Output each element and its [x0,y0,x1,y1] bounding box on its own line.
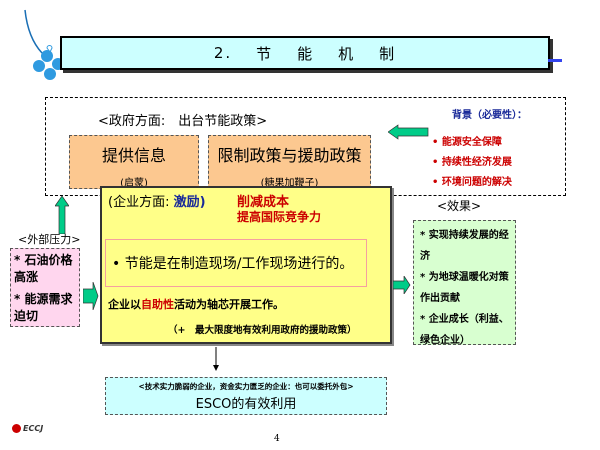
pressure-box: * 石油价格高涨 * 能源需求迫切 [10,248,80,327]
clover-logo-icon [24,9,64,80]
esco-title: ESCO的有效利用 [195,397,297,412]
box-title: 提供信息 [101,146,166,165]
box-title: 限制政策与援助政策 [217,146,362,165]
title-bar: 2. 节 能 机 制 [60,36,550,70]
eccj-logo: ECCJ [12,424,43,433]
incentive-label: 激励) [173,195,206,210]
title-char: 制 [379,44,397,63]
company-label: (企业方面: 激励) [108,195,206,210]
competitiveness: 提高国际竞争力 [237,210,322,224]
esco-note: <技术实力脆弱的企业，资金实力匮乏的企业：也可以委托外包> [138,382,354,391]
pressure-label: <外部压力> [18,233,81,246]
left-arrow-icon [388,124,429,140]
title-char: 机 [338,44,356,63]
title-accent-line [548,59,562,62]
right-arrow-icon [83,282,99,310]
effects-label: <效果> [437,199,482,213]
main-statement: • 节能是在制造现场/工作现场进行的。 [105,239,367,287]
self-help-line: 企业以自助性活动为轴芯开展工作。 [108,298,284,311]
title-char: 节 [256,44,274,63]
pressure-item: * 石油价格高涨 [14,253,73,284]
background-title: 背景（必要性）： [452,110,527,121]
eccj-logo-text: ECCJ [23,424,44,433]
effect-item: * 为地球温暖化对策作出贡献 [420,272,509,304]
government-label: <政府方面: 出台节能政策> [98,114,268,129]
eccj-logo-icon [12,424,21,433]
title-char: 能 [297,44,315,63]
down-arrow-icon [213,347,219,371]
policy-box: 限制政策与援助政策 (糖果加鞭子) [208,135,371,189]
pressure-item: * 能源需求迫切 [14,292,73,323]
background-item: 能源安全保障 [432,133,502,148]
background-item: 持续性经济发展 [432,153,512,168]
box-subtitle: (启蒙) [120,178,148,189]
background-item: 环境问题的解决 [432,173,512,188]
effect-item: * 企业成长（利益、绿色企业） [420,314,509,346]
cost-reduction: 削减成本 [237,195,290,210]
effect-item: * 实现持续发展的经济 [420,230,509,262]
title-number: 2. [213,44,233,62]
page-number: 4 [274,434,280,444]
effects-box: * 实现持续发展的经济 * 为地球温暖化对策作出贡献 * 企业成长（利益、绿色企… [413,220,516,346]
esco-box: <技术实力脆弱的企业，资金实力匮乏的企业：也可以委托外包> ESCO的有效利用 [105,377,387,415]
right-arrow-icon [393,276,411,294]
box-subtitle: (糖果加鞭子) [260,178,319,189]
support-policy-line: （+ 最大限度地有效利用政府的援助政策） [168,325,357,336]
up-arrow-icon [55,196,69,234]
provide-info-box: 提供信息 (启蒙) [69,135,199,189]
